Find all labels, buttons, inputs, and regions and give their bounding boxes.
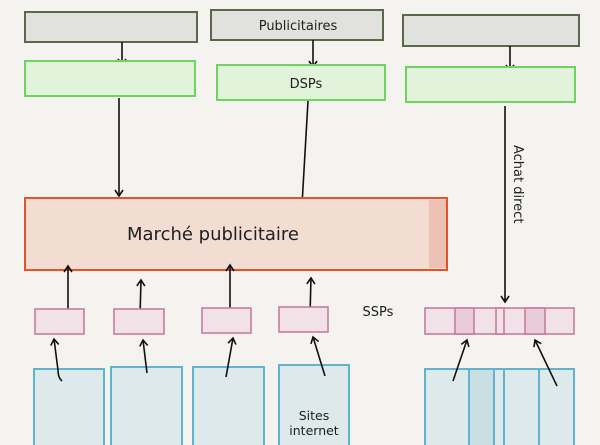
publisher-box-3 (402, 14, 580, 47)
arrow-site-ssp-3 (225, 336, 237, 378)
site-box-2 (110, 366, 183, 445)
ssp-cluster-item-2 (495, 307, 505, 335)
site-box-1 (33, 368, 105, 445)
direct-buy-label: Achat direct (510, 145, 525, 223)
sites-label-line1: Sites (299, 408, 330, 423)
site-cluster-item-2 (503, 368, 540, 445)
ad-market-shade (429, 200, 446, 268)
arrow-site-ssp-1 (50, 337, 63, 382)
site-cluster-item-1 (468, 368, 495, 445)
site-box-3 (192, 366, 265, 445)
arrow-site-ssp-2 (139, 338, 149, 374)
publisher-box-1 (24, 11, 198, 43)
ad-market-box (24, 197, 448, 271)
site-box-4 (278, 364, 350, 445)
ssp-box-2 (113, 308, 165, 335)
ssp-cluster-item-3 (524, 307, 546, 335)
ad-market-label: Marché publicitaire (127, 224, 299, 245)
dsp-box-3 (405, 66, 576, 103)
ssps-label: SSPs (363, 305, 394, 320)
dsps-label: DSPs (290, 77, 323, 92)
arrow-site-ssp-6 (533, 338, 558, 387)
dsp-box-2 (216, 64, 386, 101)
ssp-box-1 (34, 308, 85, 335)
ssp-cluster-item-1 (454, 307, 475, 335)
ssp-box-4 (278, 306, 329, 333)
sites-label-line2: internet (289, 423, 339, 438)
publisher-box-2 (210, 9, 384, 41)
arrow-dsp-market-2 (297, 100, 309, 207)
publishers-label: Publicitaires (259, 19, 338, 34)
ssp-box-3 (201, 307, 252, 334)
site-cluster (424, 368, 575, 445)
dsp-box-1 (24, 60, 196, 97)
arrow-site-ssp-5 (452, 338, 470, 382)
arrow-site-ssp-4 (310, 335, 326, 377)
